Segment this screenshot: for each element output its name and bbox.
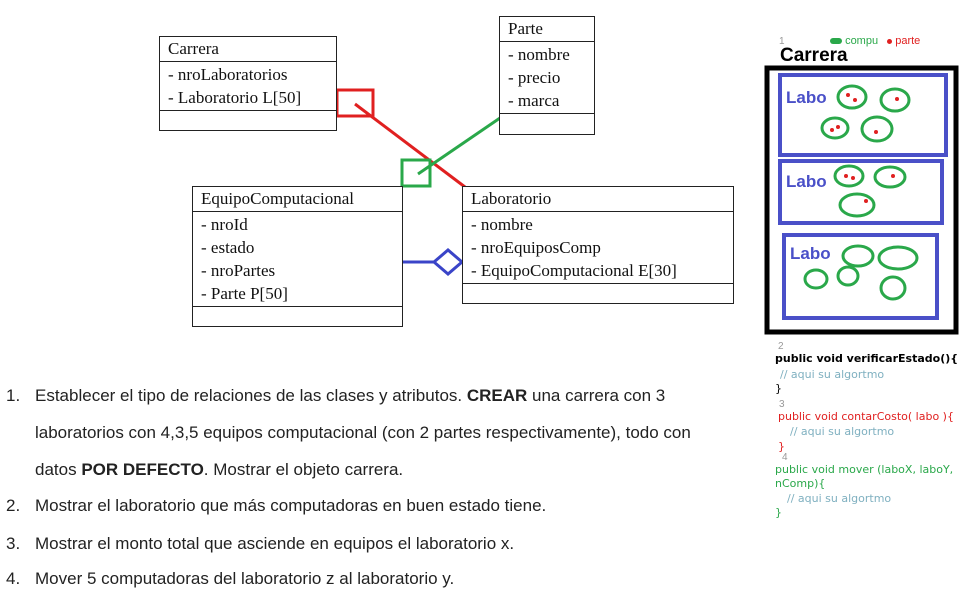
attribute: - nroLaboratorios: [168, 65, 288, 84]
parte-equipo-line: [417, 116, 501, 176]
attribute: - Laboratorio L[50]: [168, 88, 302, 107]
method-contar-signature: public void contarCosto( labo ){: [778, 410, 954, 423]
method-mover-signature-cont: nComp){: [775, 477, 826, 490]
class-parte-name: Parte: [500, 17, 594, 42]
class-carrera-attributes: - nroLaboratorios - Laboratorio L[50]: [160, 62, 336, 111]
class-equipo-computacional: EquipoComputacional - nroId - estado - n…: [192, 186, 403, 327]
attribute: - estado: [201, 238, 255, 257]
class-carrera: Carrera - nroLaboratorios - Laboratorio …: [159, 36, 337, 131]
attribute: - nombre: [471, 215, 533, 234]
task-text: laboratorios con 4,3,5 equipos computaci…: [35, 423, 691, 442]
class-parte: Parte - nombre - precio - marca: [499, 16, 595, 135]
step-number: 3: [779, 399, 785, 410]
task-line: datos POR DEFECTO. Mostrar el objeto car…: [35, 460, 403, 480]
class-equipo-attributes: - nroId - estado - nroPartes - Parte P[5…: [193, 212, 402, 307]
class-laboratorio-attributes: - nombre - nroEquiposComp - EquipoComput…: [463, 212, 733, 284]
task-text-bold: POR DEFECTO: [81, 460, 204, 479]
compu-icon: [873, 165, 907, 189]
labo-box-2: [778, 159, 944, 225]
parte-icon: [891, 174, 895, 178]
parte-icon: [853, 98, 857, 102]
labo-label-1: Labo: [786, 88, 827, 107]
class-carrera-name: Carrera: [160, 37, 336, 62]
attribute: - marca: [508, 91, 560, 110]
task-line: laboratorios con 4,3,5 equipos computaci…: [35, 423, 691, 443]
task-text: datos: [35, 460, 82, 479]
class-equipo-name: EquipoComputacional: [193, 187, 402, 212]
task-text: . Mostrar el objeto carrera.: [203, 460, 404, 479]
compu-legend-icon: [830, 38, 842, 45]
compu-icon: [879, 87, 911, 113]
method-mover-comment: // aqui su algortmo: [787, 492, 892, 505]
attribute: - nroPartes: [201, 261, 276, 280]
step-number: 4: [782, 452, 788, 463]
parte-equipo-marker: [400, 158, 432, 188]
method-contar-comment: // aqui su algortmo: [790, 425, 895, 438]
labo-label-2: Labo: [786, 172, 827, 191]
labo-label-3: Labo: [790, 244, 831, 263]
method-contar-close: }: [778, 440, 785, 453]
method-mover-close: }: [775, 506, 782, 519]
method-verificar-close: }: [775, 382, 782, 395]
task-number: 2.: [6, 496, 21, 515]
carrera-laboratorio-marker: [335, 88, 375, 118]
task-text-bold: CREAR: [466, 386, 528, 405]
class-laboratorio: Laboratorio - nombre - nroEquiposComp - …: [462, 186, 734, 304]
legend-parte-label: parte: [895, 35, 921, 47]
class-laboratorio-name: Laboratorio: [463, 187, 733, 212]
parte-legend-icon: [887, 38, 893, 44]
parte-icon: [830, 128, 834, 132]
compu-icon: [833, 164, 865, 188]
compu-icon: [879, 275, 907, 301]
task-text: Mover 5 computadoras del laboratorio z a…: [35, 569, 455, 588]
compu-icon: [820, 116, 850, 140]
attribute: - Parte P[50]: [201, 284, 288, 303]
task-number: 4.: [6, 569, 21, 588]
parte-icon: [844, 174, 848, 178]
carrera-laboratorio-line: [354, 102, 466, 189]
compu-icon: [877, 245, 919, 271]
carrera-sketch-label: Carrera: [780, 45, 848, 66]
legend-compu-label: compu: [845, 35, 879, 47]
parte-icon: [874, 130, 878, 134]
carrera-sketch-box: [764, 65, 959, 335]
attribute: - nroEquiposComp: [471, 238, 601, 257]
compu-icon: [841, 244, 875, 268]
attribute: - nroId: [201, 215, 248, 234]
task-text: Mostrar el monto total que asciende en e…: [35, 534, 515, 553]
class-parte-attributes: - nombre - precio - marca: [500, 42, 594, 114]
method-mover-signature: public void mover (laboX, laboY,: [775, 463, 954, 476]
parte-icon: [864, 199, 868, 203]
method-verificar-signature: public void verificarEstado(){: [775, 352, 959, 365]
attribute: - nombre: [508, 45, 570, 64]
attribute: - precio: [508, 68, 561, 87]
task-number: 3.: [6, 534, 21, 553]
compu-icon: [803, 268, 829, 290]
compu-icon: [860, 115, 894, 143]
parte-icon: [851, 176, 855, 180]
task-line: Establecer el tipo de relaciones de las …: [35, 386, 665, 406]
parte-icon: [836, 125, 840, 129]
step-number: 2: [778, 341, 784, 352]
task-text: Establecer el tipo de relaciones de las …: [35, 386, 467, 405]
labo-box-3: [782, 233, 939, 320]
task-number: 1.: [6, 386, 21, 405]
compu-icon: [836, 84, 868, 110]
parte-icon: [846, 93, 850, 97]
legend: compu parte: [830, 35, 920, 47]
compu-icon: [838, 192, 876, 218]
method-verificar-comment: // aqui su algortmo: [780, 368, 885, 381]
attribute: - EquipoComputacional E[30]: [471, 261, 677, 280]
task-text: una carrera con 3: [527, 386, 666, 405]
compu-icon: [836, 265, 860, 287]
step-number: 1: [779, 36, 785, 47]
labo-box-1: [778, 73, 948, 157]
parte-icon: [895, 97, 899, 101]
task-text: Mostrar el laboratorio que más computado…: [35, 496, 547, 515]
